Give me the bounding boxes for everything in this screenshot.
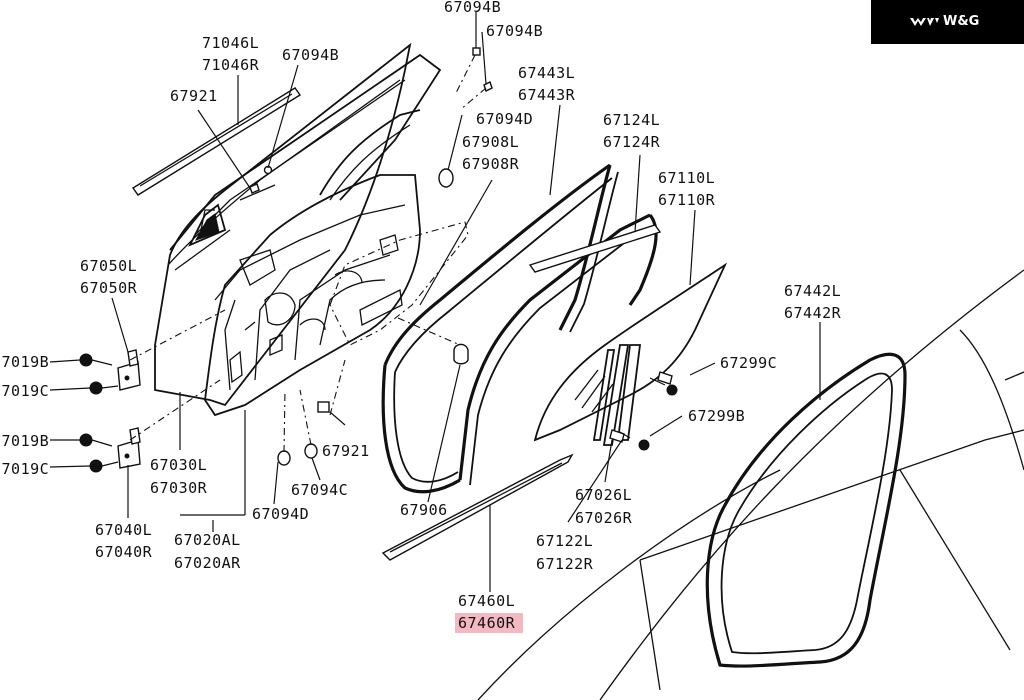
label-67094b-a: 67094B	[486, 22, 543, 40]
glass-run-upper	[528, 224, 662, 273]
label-67110r: 67110R	[658, 191, 716, 209]
vehicle-body-outline	[477, 269, 1024, 700]
lower-sash-trim	[381, 453, 574, 561]
part-labels: 67094B 67094B 67094B 71046L 71046R 67921…	[0, 0, 842, 632]
label-67030l: 67030L	[150, 456, 207, 474]
label-67460l: 67460L	[458, 592, 515, 610]
leader-lines	[49, 12, 821, 592]
label-67050r: 67050R	[80, 279, 138, 297]
label-67122l: 67122L	[536, 532, 593, 550]
door-shell	[154, 42, 442, 417]
body-opening-weatherstrip	[705, 352, 907, 668]
label-67299b: 67299B	[688, 407, 745, 425]
label-67020al: 67020AL	[174, 531, 241, 549]
assembly-lines	[129, 54, 487, 453]
door-weatherstrip	[381, 163, 613, 494]
door-hinges	[117, 349, 141, 469]
door-bumper	[453, 343, 469, 365]
part-highlight	[455, 613, 523, 633]
label-67442l: 67442L	[784, 282, 841, 300]
label-67026r: 67026R	[575, 509, 633, 527]
label-67921-bottom: 67921	[322, 442, 370, 460]
brand-logo-icon	[910, 18, 939, 26]
label-67460r: 67460R	[458, 614, 516, 632]
door-glass	[533, 262, 728, 442]
label-67094d-bottom: 67094D	[252, 505, 309, 523]
label-67019c-b: 67019C	[0, 460, 49, 478]
label-67050l: 67050L	[80, 257, 137, 275]
label-67019b-a: 67019B	[0, 353, 49, 371]
label-71046l: 71046L	[202, 34, 259, 52]
label-67921-top: 67921	[170, 87, 218, 105]
label-67094c: 67094C	[291, 481, 348, 499]
hinge-bolts	[79, 353, 119, 473]
label-67020ar: 67020AR	[174, 554, 241, 572]
label-67124r: 67124R	[603, 133, 661, 151]
brand-logo-box	[871, 0, 1024, 44]
label-67040l: 67040L	[95, 521, 152, 539]
label-67443r: 67443R	[518, 86, 576, 104]
glass-run-channel	[458, 164, 658, 486]
label-67094b-top: 67094B	[444, 0, 501, 16]
label-67908r: 67908R	[462, 155, 520, 173]
label-67122r: 67122R	[536, 555, 594, 573]
inner-belt-weatherstrip	[239, 184, 276, 201]
label-67124l: 67124L	[603, 111, 660, 129]
label-67030r: 67030R	[150, 479, 208, 497]
label-67299c: 67299C	[720, 354, 777, 372]
label-67110l: 67110L	[658, 169, 715, 187]
label-67094b-b: 67094B	[282, 46, 339, 64]
grommet-67094d-top	[438, 168, 454, 188]
waterproof-sheet	[329, 221, 469, 346]
label-67442r: 67442R	[784, 304, 842, 322]
glass-guide-channel	[592, 344, 630, 446]
label-67019c-a: 67019C	[0, 382, 49, 400]
rear-lower-channel	[616, 344, 642, 441]
label-67443l: 67443L	[518, 64, 575, 82]
label-67094d-top: 67094D	[476, 110, 533, 128]
label-67026l: 67026L	[575, 486, 632, 504]
label-71046r: 71046R	[202, 56, 260, 74]
label-67906: 67906	[400, 501, 448, 519]
outer-belt-moulding	[131, 87, 302, 196]
label-67908l: 67908L	[462, 133, 519, 151]
label-67019b-b: 67019B	[0, 432, 49, 450]
label-67040r: 67040R	[95, 543, 153, 561]
brand-logo-text: W&G	[943, 14, 980, 29]
clip-67094b-parts	[249, 47, 493, 194]
bolts-67299	[609, 371, 678, 451]
